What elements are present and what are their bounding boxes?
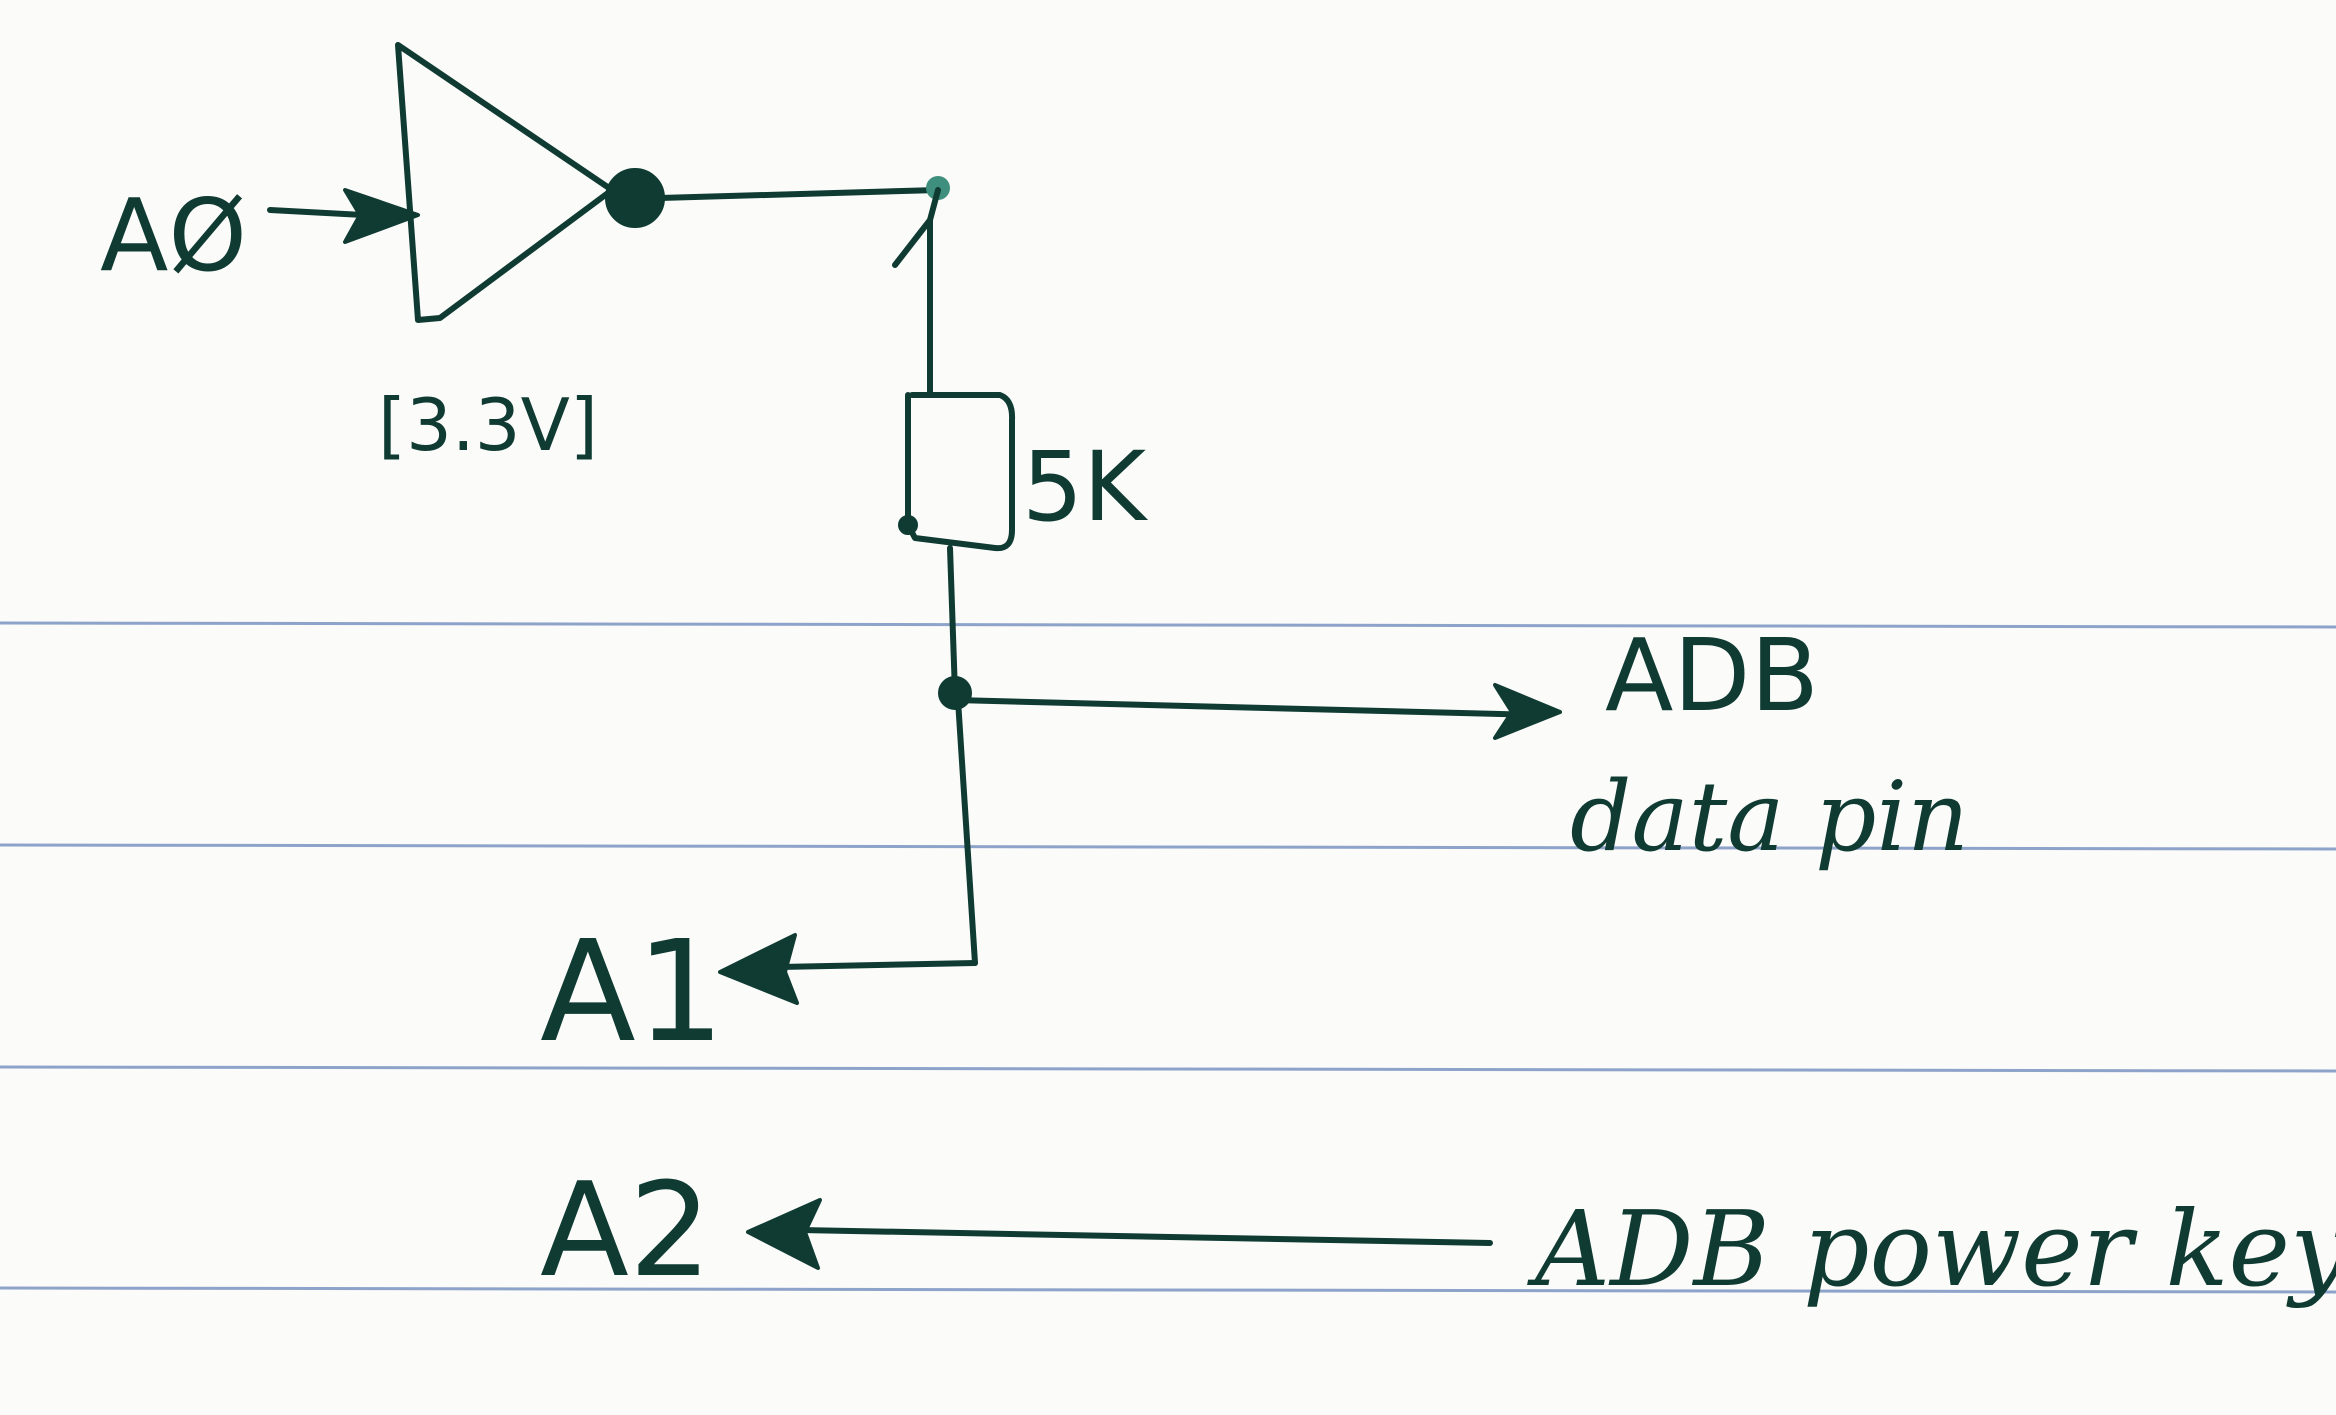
arrowhead-icon <box>1493 683 1562 740</box>
input-arrow <box>267 188 420 244</box>
power-key-line <box>746 1198 1493 1270</box>
resistor-icon <box>898 392 1016 552</box>
arrowhead-icon <box>343 188 420 244</box>
adb-power-key-label: ADB power key <box>1527 1188 2336 1310</box>
output-wire <box>657 176 950 398</box>
output-a2-label: A2 <box>540 1154 712 1306</box>
rule-line <box>0 1286 2336 1294</box>
rule-line <box>0 843 2336 851</box>
rule-line <box>0 1065 2336 1073</box>
junction-dot-icon <box>605 168 665 228</box>
triangle-buffer-icon <box>395 42 665 323</box>
arrowhead-icon <box>746 1198 822 1270</box>
buffer-voltage-label: [3.3V] <box>378 383 598 467</box>
data-line <box>718 545 1562 1005</box>
ruled-lines <box>0 621 2336 1294</box>
input-a0-label: AØ <box>100 177 247 294</box>
arrowhead-icon <box>718 933 799 1005</box>
resistor-value-label: 5K <box>1022 431 1148 543</box>
adb-data-pin-label: data pin <box>1570 761 1969 873</box>
rule-line <box>0 621 2336 629</box>
junction-dot-icon <box>938 676 972 710</box>
adb-data-label: ADB <box>1605 617 1819 734</box>
output-a1-label: A1 <box>540 911 725 1074</box>
